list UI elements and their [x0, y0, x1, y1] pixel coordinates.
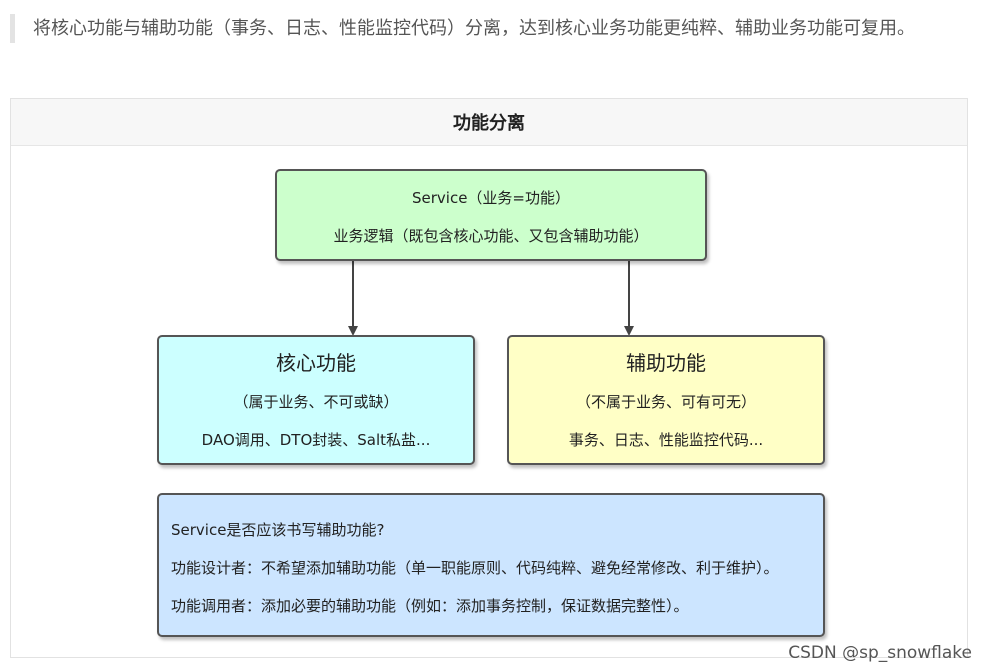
service-description: 业务逻辑（既包含核心功能、又包含辅助功能）	[333, 227, 649, 245]
core-subtitle: （属于业务、不可或缺）	[233, 393, 399, 411]
watermark: CSDN @sp_snowflake	[788, 643, 972, 663]
service-title: Service（业务=功能）	[411, 189, 570, 207]
note-designer: 功能设计者：不希望添加辅助功能（单一职能原则、代码纯粹、避免经常修改、利于维护）…	[171, 559, 779, 577]
core-function-box: 核心功能 （属于业务、不可或缺） DAO调用、DTO封装、Salt私盐...	[157, 335, 475, 465]
note-caller: 功能调用者：添加必要的辅助功能（例如：添加事务控制，保证数据完整性）。	[171, 597, 689, 615]
aux-subtitle: （不属于业务、可有可无）	[575, 393, 756, 411]
note-box: Service是否应该书写辅助功能? 功能设计者：不希望添加辅助功能（单一职能原…	[157, 493, 825, 637]
service-box: Service（业务=功能） 业务逻辑（既包含核心功能、又包含辅助功能）	[275, 169, 707, 261]
aux-title: 辅助功能	[626, 351, 706, 375]
aux-detail: 事务、日志、性能监控代码...	[568, 431, 764, 449]
diagram-title: 功能分离	[11, 99, 967, 146]
note-question: Service是否应该书写辅助功能?	[171, 521, 385, 539]
diagram-figure: 功能分离 Service（业务=功能） 业务逻辑（既包含核心功能、又包含辅助功能…	[10, 98, 968, 658]
intro-quote: 将核心功能与辅助功能（事务、日志、性能监控代码）分离，达到核心业务功能更纯粹、辅…	[10, 14, 973, 43]
intro-text: 将核心功能与辅助功能（事务、日志、性能监控代码）分离，达到核心业务功能更纯粹、辅…	[33, 18, 915, 39]
core-title: 核心功能	[276, 351, 356, 375]
aux-function-box: 辅助功能 （不属于业务、可有可无） 事务、日志、性能监控代码...	[507, 335, 825, 465]
core-detail: DAO调用、DTO封装、Salt私盐...	[201, 431, 431, 449]
